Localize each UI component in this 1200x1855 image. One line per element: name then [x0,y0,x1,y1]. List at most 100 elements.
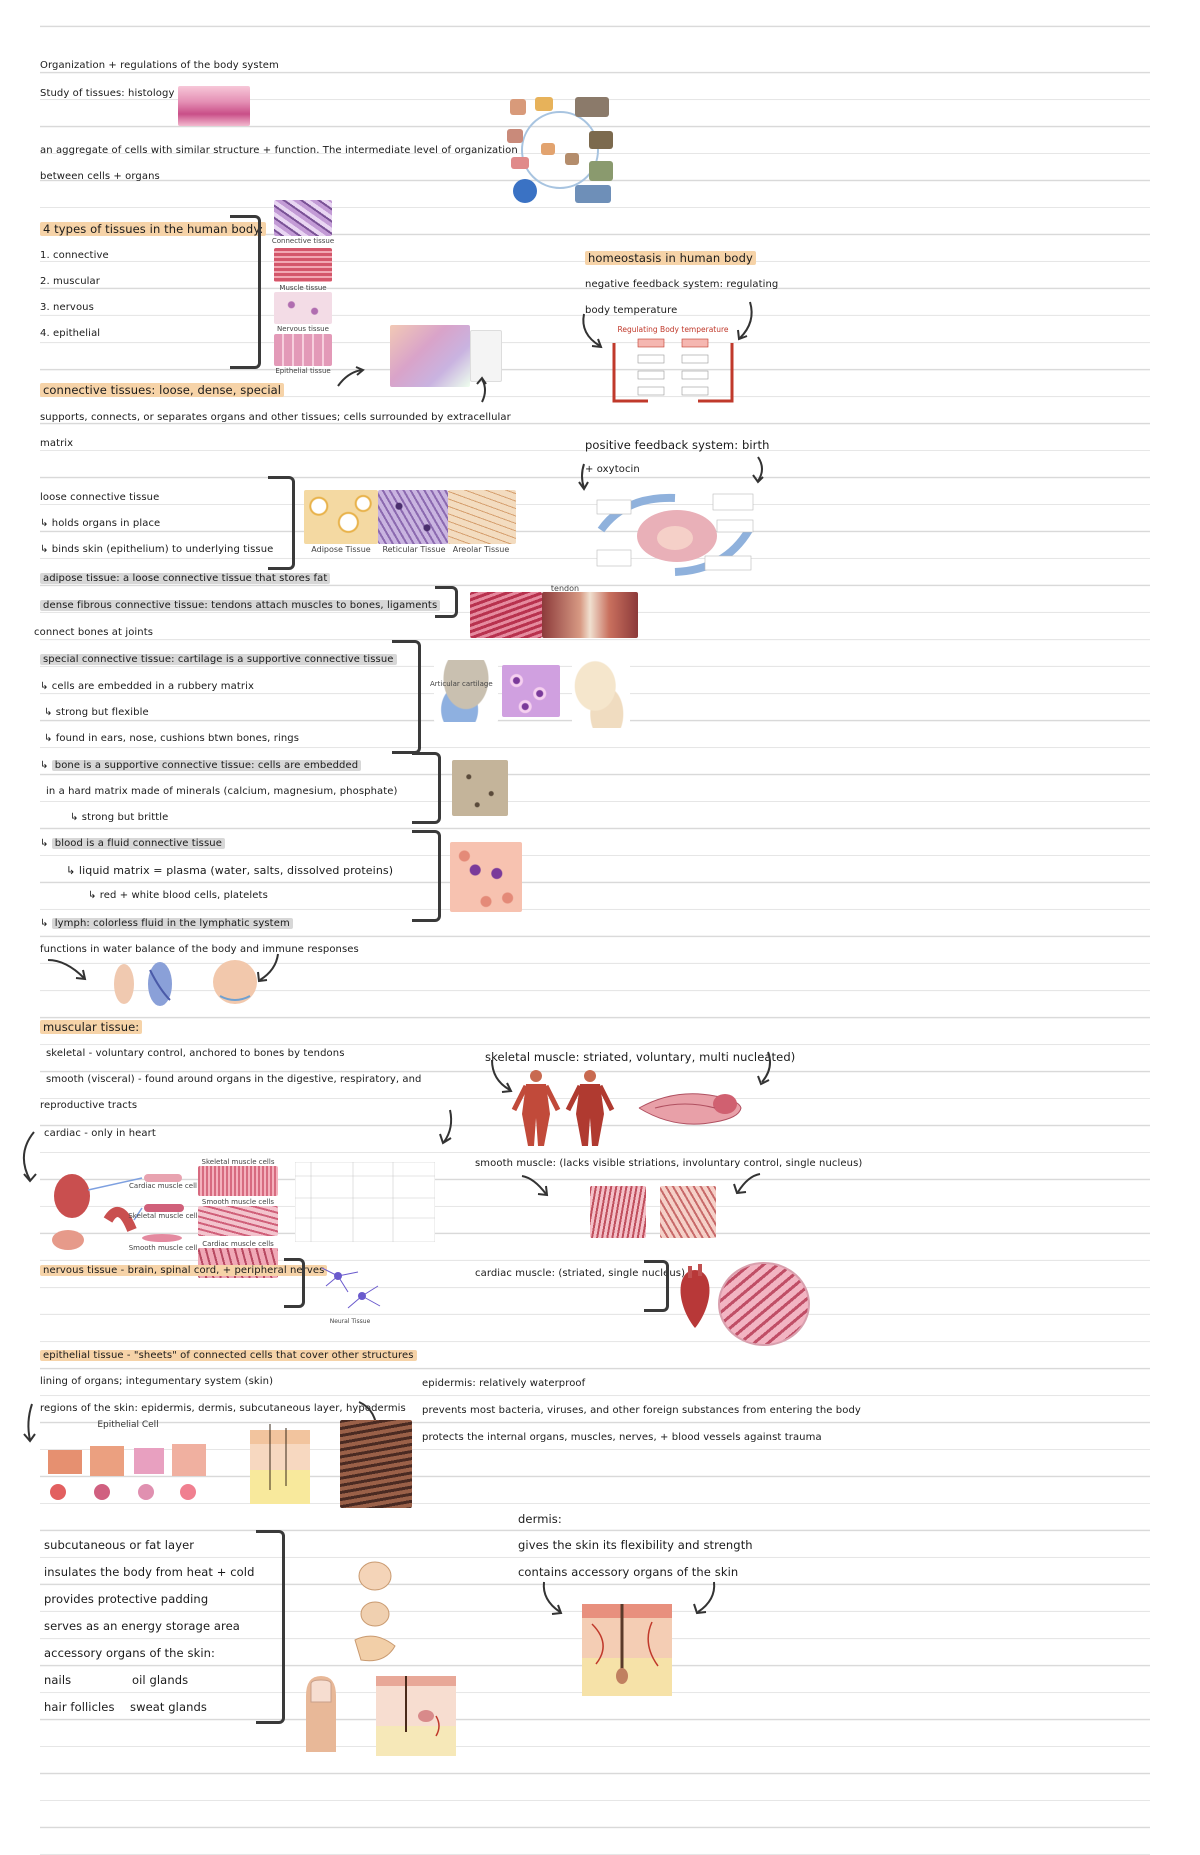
skeletal-muscle-body-image [508,1068,618,1148]
bracket-blood [412,830,441,922]
dense-tissue-image [470,592,542,638]
special-line-3: ↳ strong but flexible [44,707,149,718]
page-title: Organization + regulations of the body s… [40,60,279,71]
body-temperature-diagram: Regulating Body temperature [608,325,738,410]
connective-header: connective tissues: loose, dense, specia… [40,383,285,397]
bracket-subq [256,1530,285,1724]
arrow-icon [752,456,764,484]
arrow-icon [337,366,365,387]
arrow-icon [733,1173,761,1195]
connective-examples-legend [470,330,502,382]
arrow-icon [439,1109,453,1145]
adipose-tissue-caption: Adipose Tissue [311,545,371,554]
skeletal-cell-caption: Skeletal muscle cell [128,1212,198,1220]
connective-desc-1: supports, connects, or separates organs … [40,412,511,423]
lymphatic-system-image [110,960,270,1008]
articular-cartilage-label: Articular cartilage [430,680,493,688]
epithelial-line-2: regions of the skin: epidermis, dermis, … [40,1403,406,1414]
accessory-oil-glands: oil glands [132,1673,189,1687]
muscle-comparison-table [295,1162,435,1242]
dense-line-2: connect bones at joints [34,627,154,638]
dermis-line-1: gives the skin its flexibility and stren… [518,1538,753,1552]
lymph-line-2: functions in water balance of the body a… [40,944,359,955]
bracket-special [392,640,421,754]
epithelial-line-1: lining of organs; integumentary system (… [40,1376,274,1387]
types-header: 4 types of tissues in the human body: [40,222,267,236]
loose-line-2: ↳ holds organs in place [40,518,161,529]
neural-tissue-image [318,1262,388,1318]
type-nervous: 3. nervous [40,302,94,313]
hair-follicle-diagram [376,1676,456,1756]
skeletal-cells-image [198,1166,278,1196]
birth-feedback-diagram [595,490,755,580]
smooth-cell-caption: Smooth muscle cell [128,1244,198,1252]
dermis-line-2: contains accessory organs of the skin [518,1565,739,1579]
accessory-sweat-glands: sweat glands [130,1700,208,1714]
histology-image [178,86,250,126]
accessory-hair-follicles: hair follicles [44,1700,115,1714]
subq-line-4: serves as an energy storage area [44,1619,240,1633]
arrow-icon [476,376,487,403]
muscular-header: muscular tissue: [40,1020,143,1034]
connective-examples-image [390,325,470,387]
smooth-cells-caption: Smooth muscle cells [201,1198,275,1206]
cardiac-muscle-line: cardiac muscle: (striated, single nucleu… [475,1268,686,1279]
bracket-types [230,215,261,369]
special-line-1: special connective tissue: cartilage is … [40,654,397,665]
skeletal-cells-caption: Skeletal muscle cells [201,1158,275,1166]
arrow-icon [542,1581,563,1615]
epithelial-tissue-image [274,334,332,366]
neg-feedback-line-2: body temperature [585,305,678,316]
smooth-muscle-image-1 [590,1186,646,1238]
arrow-icon [757,1051,771,1086]
blood-line-3: ↳ red + white blood cells, platelets [88,890,268,901]
reticular-tissue-image [378,490,448,544]
bone-line-1: ↳ bone is a supportive connective tissue… [40,760,362,771]
muscle-tissue-image [274,248,332,282]
subq-line-1: subcutaneous or fat layer [44,1538,195,1552]
nervous-tissue-line: nervous tissue - brain, spinal cord, + p… [40,1265,328,1276]
muscle-tissue-caption: Muscle tissue [279,284,327,292]
arrow-icon [491,1059,513,1093]
epithelial-tissue-caption: Epithelial tissue [275,367,331,375]
tendon-image [542,592,638,638]
arrow-icon [47,959,87,981]
blood-cells-image [450,842,522,912]
arrow-icon [578,463,589,491]
smooth-muscle-image-2 [660,1186,716,1238]
arrow-icon [737,301,753,341]
bracket-bone [412,752,441,824]
accessory-nails: nails [44,1673,72,1687]
loose-line-1: loose connective tissue [40,492,160,503]
bracket-cardiac [644,1260,669,1312]
tendon-label: tendon [550,584,580,593]
epithelial-header: epithelial tissue - "sheets" of connecte… [40,1350,417,1361]
connective-desc-2: matrix [40,438,74,449]
epidermis-line-1: epidermis: relatively waterproof [422,1378,586,1389]
bracket-dense [435,586,458,618]
arrow-icon [521,1175,549,1197]
cardiac-muscle-magnified-image [718,1262,810,1346]
arrow-icon [23,1403,36,1443]
type-epithelial: 4. epithelial [40,328,101,339]
oxytocin-line: + oxytocin [585,464,640,475]
loose-line-3: ↳ binds skin (epithelium) to underlying … [40,544,274,555]
blood-line-2: ↳ liquid matrix = plasma (water, salts, … [66,864,394,877]
muscle-tracts: reproductive tracts [40,1100,138,1111]
arrow-icon [257,953,279,983]
bracket-nervous [284,1258,305,1308]
epithelial-cell-diagram: Epithelial Cell [38,1418,218,1508]
pos-feedback-line: positive feedback system: birth [585,438,770,452]
bone-tissue-image [452,760,508,816]
homeostasis-header: homeostasis in human body [585,251,756,265]
special-line-4: ↳ found in ears, nose, cushions btwn bon… [44,733,300,744]
subq-line-2: insulates the body from heat + cold [44,1565,255,1579]
epithelial-cell-title: Epithelial Cell [97,1420,159,1430]
type-connective: 1. connective [40,250,109,261]
nervous-tissue-caption: Nervous tissue [277,325,329,333]
body-temperature-title: Regulating Body temperature [617,325,729,334]
cardiac-cell-caption: Cardiac muscle cell [129,1182,197,1190]
skin-layers-diagram [230,1420,330,1510]
lymph-line-1: ↳ lymph: colorless fluid in the lymphati… [40,918,293,929]
skin-tissue-photo [340,1420,412,1508]
